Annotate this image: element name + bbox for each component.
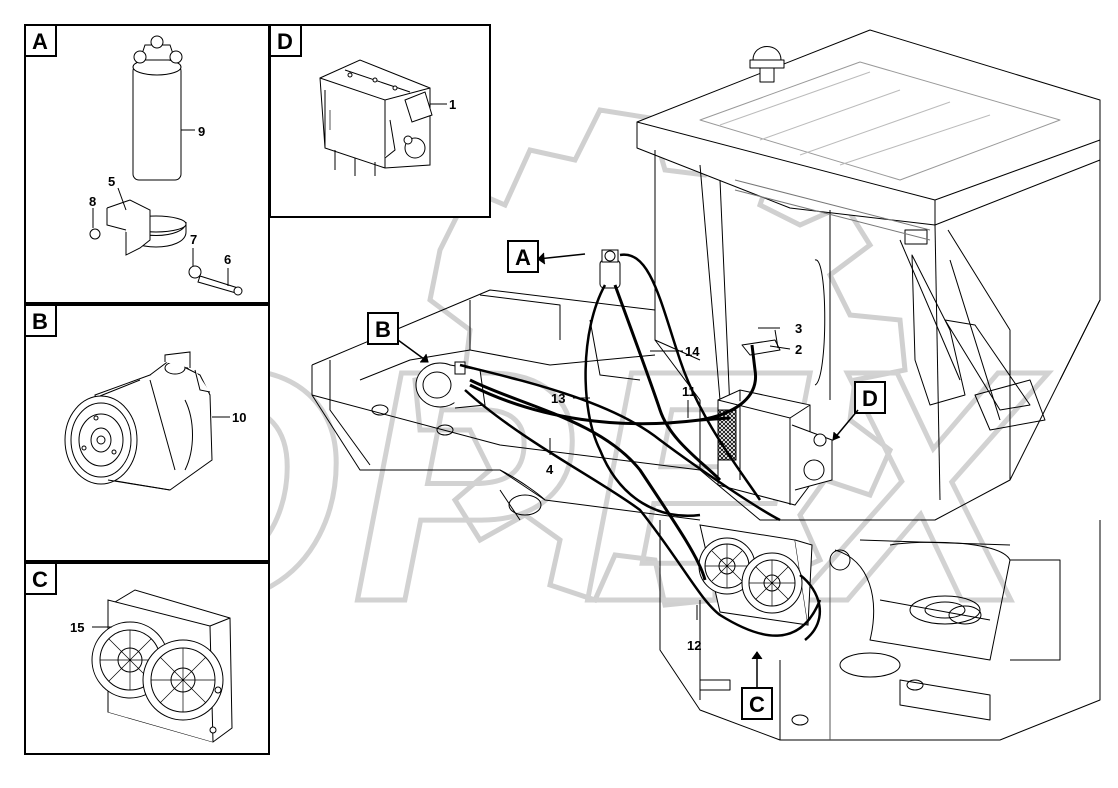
callout-7: 7 xyxy=(190,232,197,247)
compressor-main xyxy=(415,361,486,409)
panel-b-callouts: 10 xyxy=(212,410,246,425)
beacon-light-icon xyxy=(749,46,785,83)
callout-15: 15 xyxy=(70,620,84,635)
loader-frame-assembly xyxy=(311,29,1101,741)
cab-body xyxy=(654,150,1101,521)
callout-14: 14 xyxy=(685,344,700,359)
panel-letter-a: A xyxy=(32,29,48,54)
receiver-drier-icon xyxy=(89,35,243,296)
ref-label-d: D xyxy=(832,381,886,441)
condenser-icon xyxy=(91,589,233,743)
callout-1: 1 xyxy=(449,97,456,112)
callout-12: 12 xyxy=(687,638,701,653)
ref-letter-a: A xyxy=(515,245,531,270)
panel-letter-c: C xyxy=(32,567,48,592)
panel-letter-b: B xyxy=(32,309,48,334)
evaporator-unit-icon xyxy=(319,59,433,176)
rear-frame xyxy=(659,520,1101,741)
detail-panel-d: D 1 xyxy=(269,24,491,218)
panel-c-callouts: 15 xyxy=(70,620,112,635)
callout-4: 4 xyxy=(546,462,554,477)
callout-8: 8 xyxy=(89,194,96,209)
ref-letter-c: C xyxy=(749,692,765,717)
ref-label-b: B xyxy=(367,312,429,363)
fan-icon xyxy=(741,552,803,614)
callout-13: 13 xyxy=(551,391,565,406)
compressor-icon xyxy=(64,351,213,491)
main-callouts: 3 2 14 13 11 4 12 xyxy=(546,321,802,653)
callout-11: 11 xyxy=(682,384,696,399)
condenser-fan-unit xyxy=(698,524,813,626)
receiver-drier-main xyxy=(599,249,621,289)
callout-2: 2 xyxy=(795,342,802,357)
panel-a-callouts: 9 5 8 7 6 xyxy=(89,124,231,286)
panel-letter-d: D xyxy=(277,29,293,54)
ref-label-a: A xyxy=(507,240,586,273)
mounting-bracket xyxy=(741,329,781,356)
callout-3: 3 xyxy=(795,321,802,336)
fan-icon xyxy=(698,537,756,595)
detail-panel-c: C 15 xyxy=(24,562,270,755)
callout-10: 10 xyxy=(232,410,246,425)
callout-6: 6 xyxy=(224,252,231,267)
cab-roof xyxy=(636,29,1101,226)
ac-hoses xyxy=(459,253,822,641)
callout-9: 9 xyxy=(198,124,205,139)
detail-panel-a: A 9 5 8 7 xyxy=(24,24,270,304)
detail-panel-b: B 10 xyxy=(24,304,270,562)
main-reference-labels: A B C D xyxy=(367,240,886,720)
ref-letter-d: D xyxy=(862,386,878,411)
ref-label-c: C xyxy=(741,651,773,720)
fan-icon xyxy=(142,639,224,721)
panel-d-callouts: 1 xyxy=(430,97,456,112)
callout-5: 5 xyxy=(108,174,115,189)
ref-letter-b: B xyxy=(375,317,391,342)
